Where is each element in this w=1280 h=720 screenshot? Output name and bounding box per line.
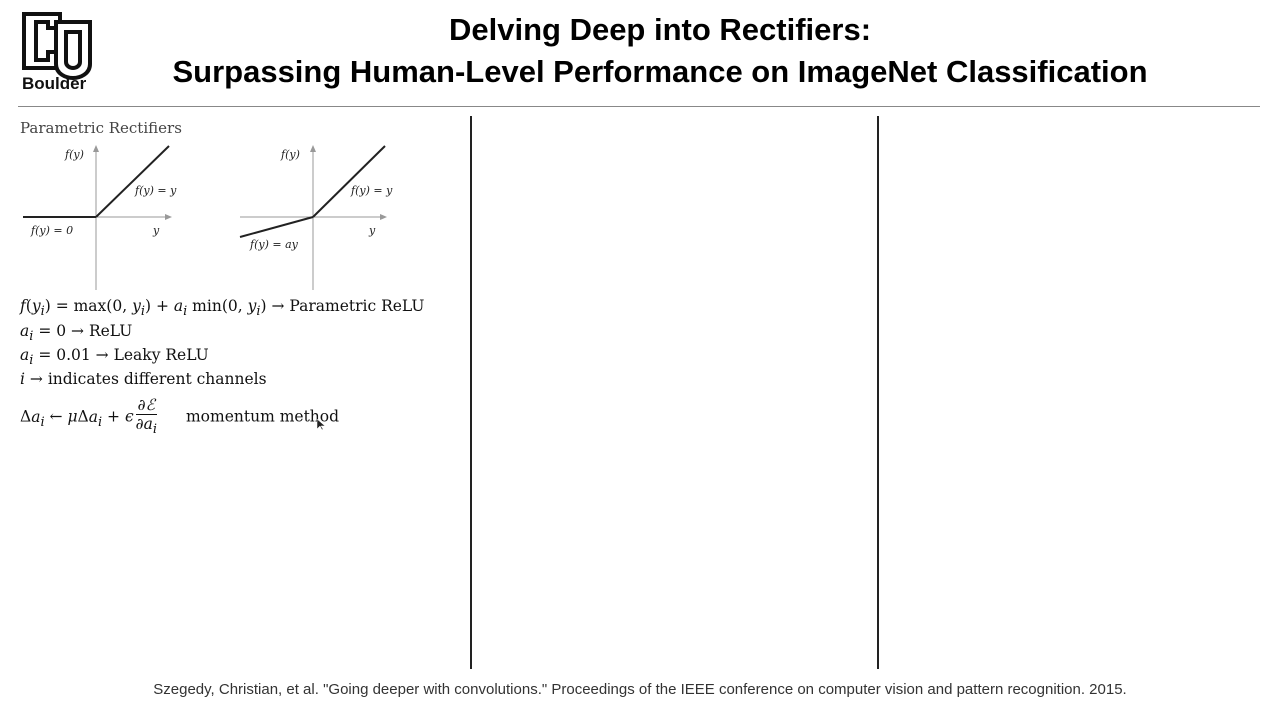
equation-prelu: f(yi) = max(0, yi) + ai min(0, yi) → Par…	[20, 297, 425, 320]
relu-text: ReLU	[88, 322, 133, 340]
relu-y-arrow-icon	[93, 145, 99, 152]
section-title: Parametric Rectifiers	[20, 119, 182, 137]
prelu-x-axis-label: y	[368, 224, 376, 237]
equation-channels: i → indicates different channels	[20, 370, 267, 388]
prelu-text: Parametric ReLU	[289, 297, 425, 315]
relu-negative-label: f(y) = 0	[30, 224, 73, 237]
page-title: Delving Deep into Rectifiers:	[448, 12, 872, 47]
cu-boulder-logo-icon	[22, 12, 92, 81]
prelu-negative-line	[239, 216, 314, 238]
channels-text: indicates different channels	[47, 370, 267, 388]
prelu-positive-label: f(y) = y	[350, 184, 393, 197]
equation-relu: ai = 0 → ReLU	[20, 322, 133, 345]
relu-y-axis-label: f(y)	[64, 148, 84, 161]
gradient-fraction: ∂ℰ∂ai	[135, 396, 158, 438]
equation-leaky-relu: ai = 0.01 → Leaky ReLU	[20, 346, 209, 369]
relu-x-axis-label: y	[152, 224, 160, 237]
prelu-graph: f(y) y f(y) = y f(y) = ay	[239, 145, 393, 290]
prelu-y-axis-label: f(y)	[280, 148, 300, 161]
relu-graph: f(y) y f(y) = y f(y) = 0	[23, 145, 177, 290]
relu-positive-label: f(y) = y	[134, 184, 177, 197]
prelu-y-arrow-icon	[310, 145, 316, 152]
column-divider-right	[877, 116, 879, 669]
leaky-relu-text: Leaky ReLU	[113, 346, 209, 364]
prelu-positive-line	[312, 145, 386, 218]
momentum-note: momentum method	[185, 407, 340, 426]
prelu-x-arrow-icon	[380, 214, 387, 220]
relu-x-arrow-icon	[165, 214, 172, 220]
prelu-negative-label: f(y) = ay	[249, 238, 299, 251]
mouse-cursor-icon	[317, 419, 325, 431]
citation-footer: Szegedy, Christian, et al. "Going deeper…	[153, 681, 1127, 698]
relu-positive-line	[95, 145, 170, 218]
header-divider	[18, 106, 1260, 107]
logo-text: Boulder	[22, 74, 87, 93]
column-divider-left	[470, 116, 472, 669]
page-subtitle: Surpassing Human-Level Performance on Im…	[172, 54, 1148, 89]
equation-momentum-update: Δai ← μΔai + ϵ∂ℰ∂ai momentum method	[20, 396, 340, 438]
